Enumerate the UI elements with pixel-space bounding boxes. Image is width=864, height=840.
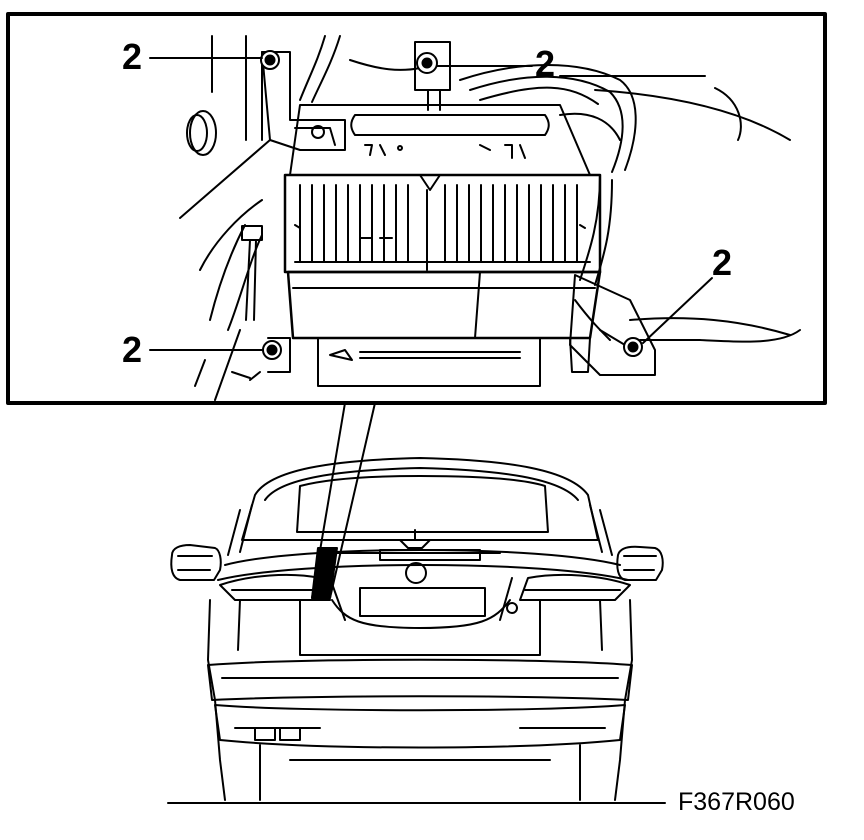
- figure-code: F367R060: [678, 788, 795, 816]
- tail-light-left: [219, 573, 331, 601]
- tail-light-right: [519, 573, 631, 601]
- nut-top-center: [416, 52, 438, 74]
- detail-inset: [6, 12, 827, 405]
- nut-right: [623, 337, 643, 357]
- callout-2-top-left: 2: [122, 36, 142, 77]
- emblem: [405, 562, 427, 584]
- car-rear-view: [167, 457, 666, 804]
- rear-bumper: [207, 658, 633, 701]
- amplifier: [267, 104, 602, 387]
- nut-bottom-left: [262, 340, 282, 360]
- callout-2-bottom-left: 2: [122, 329, 142, 370]
- license-plate: [359, 587, 486, 617]
- inset-frame: [6, 12, 827, 405]
- zoom-connector: [311, 402, 376, 599]
- callout-2-top-right: 2: [535, 43, 555, 84]
- mirror-right: [616, 545, 664, 581]
- mirror-left: [170, 544, 222, 581]
- callout-leaders: [149, 57, 713, 351]
- callout-2-mid-right: 2: [712, 242, 732, 283]
- nut-top-left: [260, 50, 280, 70]
- grommet-left: [189, 110, 217, 156]
